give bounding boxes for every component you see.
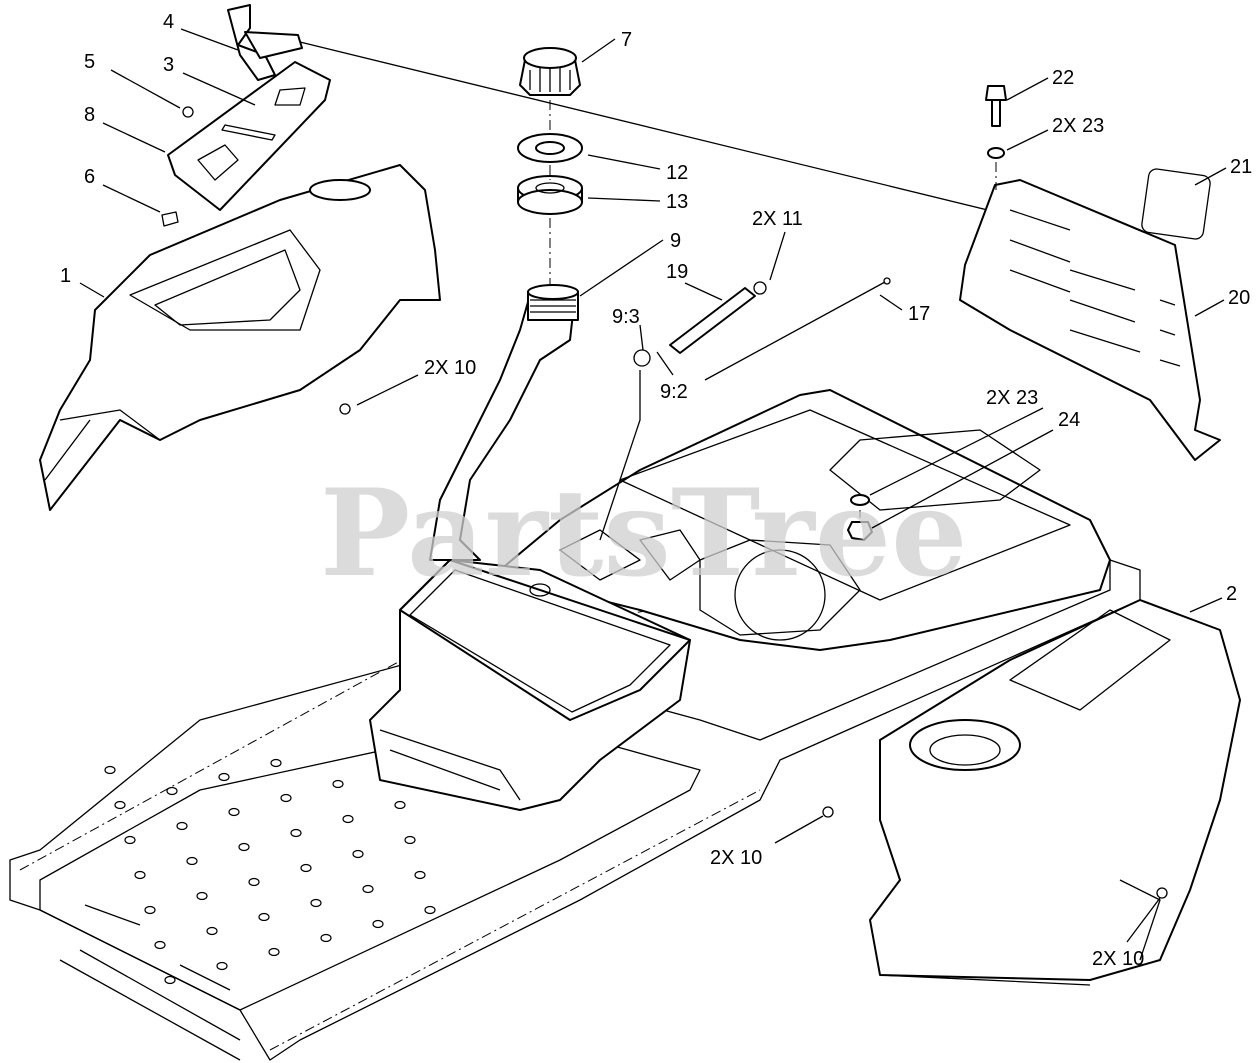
floor-pan-hole — [216, 961, 228, 971]
screw-10c — [1156, 887, 1168, 899]
floor-pan-hole — [238, 842, 250, 852]
floor-pan-hole — [104, 765, 116, 775]
callout-21: 21 — [1230, 156, 1252, 178]
throttle-cable — [299, 41, 1091, 236]
seat-deck-frame — [499, 389, 1111, 651]
floor-pan-hole — [290, 828, 302, 838]
floor-pan-hole — [166, 786, 178, 796]
washer-top — [987, 147, 1005, 159]
vent-hose — [599, 370, 641, 541]
right-console-cover — [869, 599, 1241, 986]
filler-neck — [429, 284, 579, 561]
callout-2x-10-a: 2X 10 — [424, 357, 476, 379]
floor-pan-hole — [124, 835, 136, 845]
fuel-line-tube — [669, 281, 767, 354]
callout-6: 6 — [84, 166, 95, 188]
screw-10a — [339, 403, 351, 415]
vent-fitting — [633, 349, 651, 367]
floor-pan-hole — [164, 975, 176, 985]
callout-3: 3 — [163, 54, 174, 76]
seat-pan-bracket — [959, 179, 1221, 461]
floor-pan-hole — [394, 800, 406, 810]
floor-pan-hole — [268, 947, 280, 957]
nut-deck — [847, 521, 873, 541]
washer-deck — [850, 494, 870, 506]
callout-2x-11: 2X 11 — [752, 208, 803, 230]
callout-9: 9 — [670, 230, 681, 252]
floor-pan-hole — [300, 863, 312, 873]
floor-pan-hole — [134, 870, 146, 880]
callout-5: 5 — [84, 51, 95, 73]
floor-pan-hole — [424, 905, 436, 915]
left-console-cover — [39, 164, 441, 511]
throttle-lever — [227, 4, 303, 81]
floor-pan-hole — [320, 933, 332, 943]
fuel-tank — [369, 559, 691, 811]
floor-pan-hole — [414, 870, 426, 880]
leader-lines — [79, 28, 1227, 943]
callout-9-3: 9:3 — [612, 306, 640, 328]
callout-2x-23-a: 2X 23 — [1052, 115, 1104, 137]
neck-seal — [517, 175, 583, 215]
callout-1: 1 — [60, 265, 71, 287]
callout-12: 12 — [666, 162, 688, 184]
floor-pan-hole — [248, 877, 260, 887]
floor-pan-hole — [404, 835, 416, 845]
floor-pan-hole — [258, 912, 270, 922]
fuel-cap — [519, 47, 581, 96]
floor-pan-hole — [206, 926, 218, 936]
floor-pan-hole — [332, 779, 344, 789]
callout-2x-10-b: 2X 10 — [710, 847, 762, 869]
floor-pan-holes — [104, 758, 436, 985]
bolt — [985, 85, 1007, 127]
floor-pan-hole — [154, 940, 166, 950]
callout-13: 13 — [666, 191, 688, 213]
floor-pan-hole — [228, 807, 240, 817]
callout-2x-10-c: 2X 10 — [1092, 948, 1144, 970]
callouts: 4 5 3 8 6 1 7 12 13 9 19 2X 11 9:3 9:2 1… — [60, 11, 1252, 970]
floor-pan-hole — [372, 919, 384, 929]
callout-24: 24 — [1058, 409, 1080, 431]
callout-17: 17 — [908, 303, 930, 325]
callout-4: 4 — [163, 11, 174, 33]
floor-pan-hole — [362, 884, 374, 894]
callout-20: 20 — [1228, 287, 1250, 309]
screw-5 — [182, 106, 194, 118]
floor-pan-hole — [196, 891, 208, 901]
callout-2x-23-b: 2X 23 — [986, 387, 1038, 409]
floor-pan-hole — [280, 793, 292, 803]
callout-8: 8 — [84, 104, 95, 126]
watermark: PartsTree — [320, 463, 967, 604]
floor-pan-hole — [310, 898, 322, 908]
floor-pan-hole — [352, 849, 364, 859]
seat-decal — [1141, 168, 1211, 240]
floor-pan-hole — [114, 800, 126, 810]
callout-9-2: 9:2 — [660, 381, 688, 403]
floor-pan-hole — [270, 758, 282, 768]
seat-rod — [704, 281, 886, 381]
floor-pan-hole — [176, 821, 188, 831]
floor-pan-hole — [144, 905, 156, 915]
floor-pan-hole — [342, 814, 354, 824]
cap-gasket — [517, 133, 583, 163]
screw-10b — [822, 806, 834, 818]
floor-pan-hole — [218, 772, 230, 782]
callout-19: 19 — [666, 261, 688, 283]
dash-panel — [167, 61, 331, 211]
callout-2: 2 — [1226, 583, 1237, 605]
callout-22: 22 — [1052, 67, 1074, 89]
floor-pan-hole — [186, 856, 198, 866]
callout-7: 7 — [621, 29, 632, 51]
nut-6 — [161, 211, 179, 227]
